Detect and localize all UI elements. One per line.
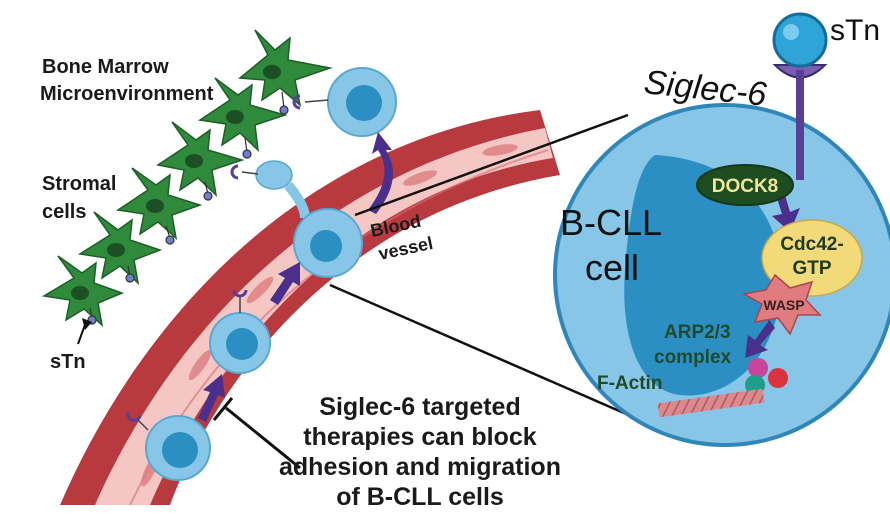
wasp-label: WASP [763, 297, 804, 313]
bcll-cell-transmigrating [230, 160, 363, 278]
stromal-nuclei [71, 65, 281, 300]
stromal-nucleus [107, 243, 125, 257]
stn-ligand [242, 149, 252, 159]
cdc42-label-line2: GTP [792, 258, 831, 279]
inhibition-marker [212, 397, 301, 470]
dock8-label: DOCK8 [712, 176, 779, 197]
stromal-nucleus [71, 286, 89, 300]
bcll-cell-middle [209, 289, 271, 374]
arrow-up-2 [270, 262, 300, 305]
stn-ligand [165, 235, 175, 245]
bcll-cell-outside [292, 67, 397, 137]
stn-ligands [87, 91, 289, 325]
dock8-node: DOCK8 [696, 164, 794, 206]
stn-sugar [772, 12, 828, 68]
siglec6-label: Siglec-6 [642, 63, 768, 114]
stromal-label-line2: cells [42, 201, 86, 223]
stn-pointer [77, 318, 92, 345]
arrow-exit [368, 132, 394, 214]
arp23-label-line2: complex [654, 347, 732, 368]
arrow-up-1 [198, 374, 225, 422]
bcll-cell-nucleus [624, 155, 782, 396]
caption-line4: of B-CLL cells [336, 483, 504, 511]
caption-line3: adhesion and migration [279, 453, 561, 481]
bone-marrow-label-line1: Bone Marrow [42, 56, 169, 78]
stn-ligand [279, 105, 289, 115]
stromal-nucleus [226, 110, 244, 124]
stromal-nucleus [146, 199, 164, 213]
migrating-cells [126, 67, 397, 481]
caption-line2: therapies can block [303, 423, 537, 451]
stromal-label-line1: Stromal [42, 173, 116, 195]
siglec6-receptor [772, 64, 828, 180]
stn-label-top: sTn [830, 14, 880, 47]
stn-label-bottom: sTn [50, 351, 86, 373]
f-actin-filament [657, 388, 765, 418]
wasp-node: WASP [741, 273, 822, 336]
bone-marrow-label-line2: Microenvironment [40, 83, 214, 105]
arp23-label-line1: ARP2/3 [664, 322, 731, 343]
stromal-nucleus [263, 65, 281, 79]
stromal-nucleus [185, 154, 203, 168]
vessel-lumen [95, 128, 553, 505]
bcll-label-line1: B-CLL [560, 202, 662, 243]
bcll-cell-zoom [553, 103, 890, 447]
stn-ligand [125, 273, 135, 283]
arrow-wasp-arp [745, 318, 775, 358]
cdc42-label-line1: Cdc42- [780, 234, 843, 255]
zoom-lines [329, 113, 641, 422]
bcll-cell-bottom [126, 411, 211, 481]
migration-arrows [198, 132, 394, 422]
stromal-cell [238, 29, 333, 107]
bcll-label-line2: cell [585, 247, 639, 288]
cdc42-node: Cdc42- GTP [761, 219, 863, 297]
caption-line1: Siglec-6 targeted [319, 393, 520, 421]
stn-ligand [203, 191, 213, 201]
f-actin-label: F-Actin [597, 373, 662, 394]
